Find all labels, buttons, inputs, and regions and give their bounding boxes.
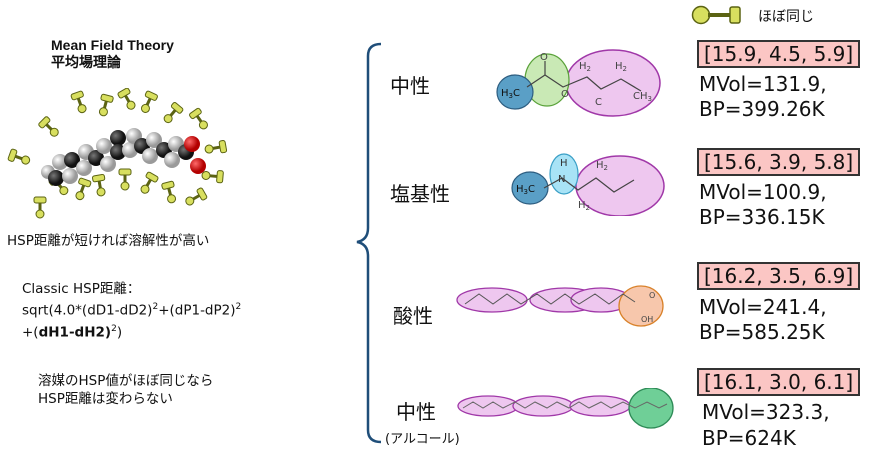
row4-category: 中性 (396, 400, 436, 424)
svg-text:H3C: H3C (516, 184, 535, 196)
legend-pin-icon (691, 5, 741, 25)
row2-hsp-box: [15.6, 3.9, 5.8] (697, 148, 861, 176)
solubility-statement: HSP距離が短ければ溶解性が高い (7, 233, 210, 249)
legend-label: ほぼ同じ (758, 9, 814, 25)
svg-text:H: H (560, 158, 568, 169)
row4-mvol: MVol=323.3, (702, 400, 830, 424)
row3-hsp-box: [16.2, 3.5, 6.9] (697, 262, 861, 290)
mean-field-molecule-illustration (7, 88, 228, 219)
formula-line-2: +(dH1-dH2)2) (22, 324, 123, 341)
row1-mvol: MVol=131.9, (699, 72, 827, 96)
svg-text:CH3: CH3 (633, 91, 652, 103)
row4-hsp-box: [16.1, 3.0, 6.1] (697, 368, 861, 396)
row2-molecule: H3C H N H2 H2 (511, 153, 665, 216)
row3-mvol: MVol=241.4, (699, 295, 827, 319)
title-ja: 平均場理論 (51, 54, 121, 70)
svg-text:H3C: H3C (501, 88, 520, 100)
row3-bp: BP=585.25K (699, 320, 825, 344)
curly-bracket (356, 42, 382, 444)
row1-hsp-box: [15.9, 4.5, 5.9] (697, 40, 861, 68)
formula-label: Classic HSP距離： (22, 281, 141, 297)
row3-molecule: O OH (456, 285, 664, 327)
svg-text:N: N (558, 174, 565, 185)
row3-category: 酸性 (393, 304, 433, 328)
svg-text:O: O (649, 291, 655, 300)
row4-subcategory: (アルコール) (385, 432, 460, 447)
note-line-2: HSP距離は変わらない (38, 391, 173, 407)
row1-molecule: H3C O O H2 H2 C CH3 (496, 49, 661, 117)
svg-text:O: O (561, 89, 569, 100)
row2-mvol: MVol=100.9, (699, 180, 827, 204)
row2-category: 塩基性 (390, 182, 450, 206)
row1-category: 中性 (390, 74, 430, 98)
formula-line-1: sqrt(4.0*(dD1-dD2)2+(dP1-dP2)2 (22, 302, 242, 319)
row1-bp: BP=399.26K (699, 97, 825, 121)
row2-bp: BP=336.15K (699, 205, 825, 229)
svg-text:OH: OH (641, 315, 653, 324)
svg-text:O: O (540, 52, 548, 63)
row4-bp: BP=624K (702, 426, 796, 450)
note-line-1: 溶媒のHSP値がほぼ同じなら (38, 373, 214, 389)
svg-text:C: C (595, 97, 602, 108)
row4-molecule (457, 388, 674, 429)
title-en: Mean Field Theory (51, 37, 174, 53)
